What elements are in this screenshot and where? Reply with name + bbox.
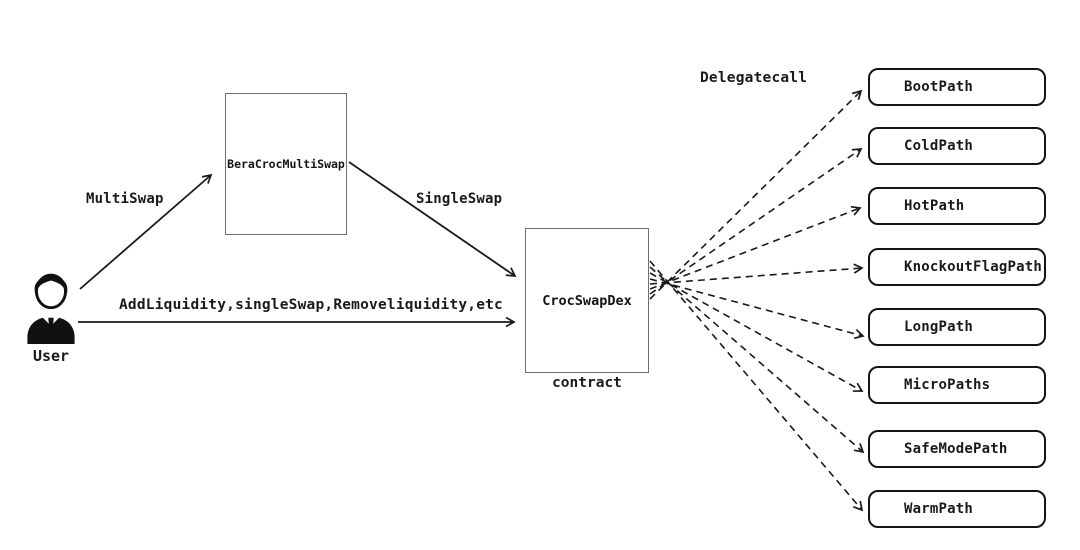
direct-call-arrow-label: AddLiquidity,singleSwap,Removeliquidity,… (119, 297, 503, 313)
safemodepath-label: SafeModePath (904, 441, 1008, 457)
beracrocmultiswap-box: BeraCrocMultiSwap (225, 93, 347, 235)
dashed-arrow-longpath (649, 278, 865, 340)
beracrocmultiswap-label: BeraCrocMultiSwap (227, 157, 345, 171)
multiswap-arrow-label: MultiSwap (86, 191, 164, 207)
dashed-arrow-coldpath (649, 148, 863, 295)
knockoutflagpath-label: KnockoutFlagPath (904, 259, 1043, 275)
crocswapdex-label: CrocSwapDex (542, 292, 632, 309)
contract-caption: contract (552, 375, 622, 391)
user-actor: User (17, 266, 85, 365)
path-box-safemodepath: SafeModePath (868, 430, 1046, 468)
delegatecall-label: Delegatecall (700, 70, 808, 86)
dashed-arrow-bootpath (649, 89, 863, 300)
singleswap-arrow-label: SingleSwap (416, 191, 503, 207)
arrow-multiswap (79, 173, 213, 290)
micropaths-label: MicroPaths (904, 377, 991, 393)
dashed-arrow-warmpath (649, 260, 864, 512)
path-box-knockoutflagpath: KnockoutFlagPath (868, 248, 1046, 286)
bootpath-label: BootPath (904, 79, 974, 95)
dashed-arrow-knockoutflagpath (649, 263, 864, 285)
path-box-coldpath: ColdPath (868, 127, 1046, 165)
path-box-warmpath: WarmPath (868, 490, 1046, 528)
arrow-singleswap (348, 161, 517, 277)
path-box-longpath: LongPath (868, 308, 1046, 346)
user-label: User (32, 347, 70, 365)
hotpath-label: HotPath (904, 198, 965, 214)
coldpath-label: ColdPath (904, 138, 974, 154)
path-box-micropaths: MicroPaths (868, 366, 1046, 404)
path-box-bootpath: BootPath (868, 68, 1046, 106)
dashed-arrow-micropaths (649, 272, 864, 392)
businessman-icon (17, 266, 85, 344)
warmpath-label: WarmPath (904, 501, 974, 517)
dashed-arrow-hotpath (649, 205, 862, 290)
longpath-label: LongPath (904, 319, 974, 335)
crocswapdex-box: CrocSwapDex (525, 228, 649, 373)
path-box-hotpath: HotPath (868, 187, 1046, 225)
dashed-arrow-safemodepath (649, 266, 865, 454)
